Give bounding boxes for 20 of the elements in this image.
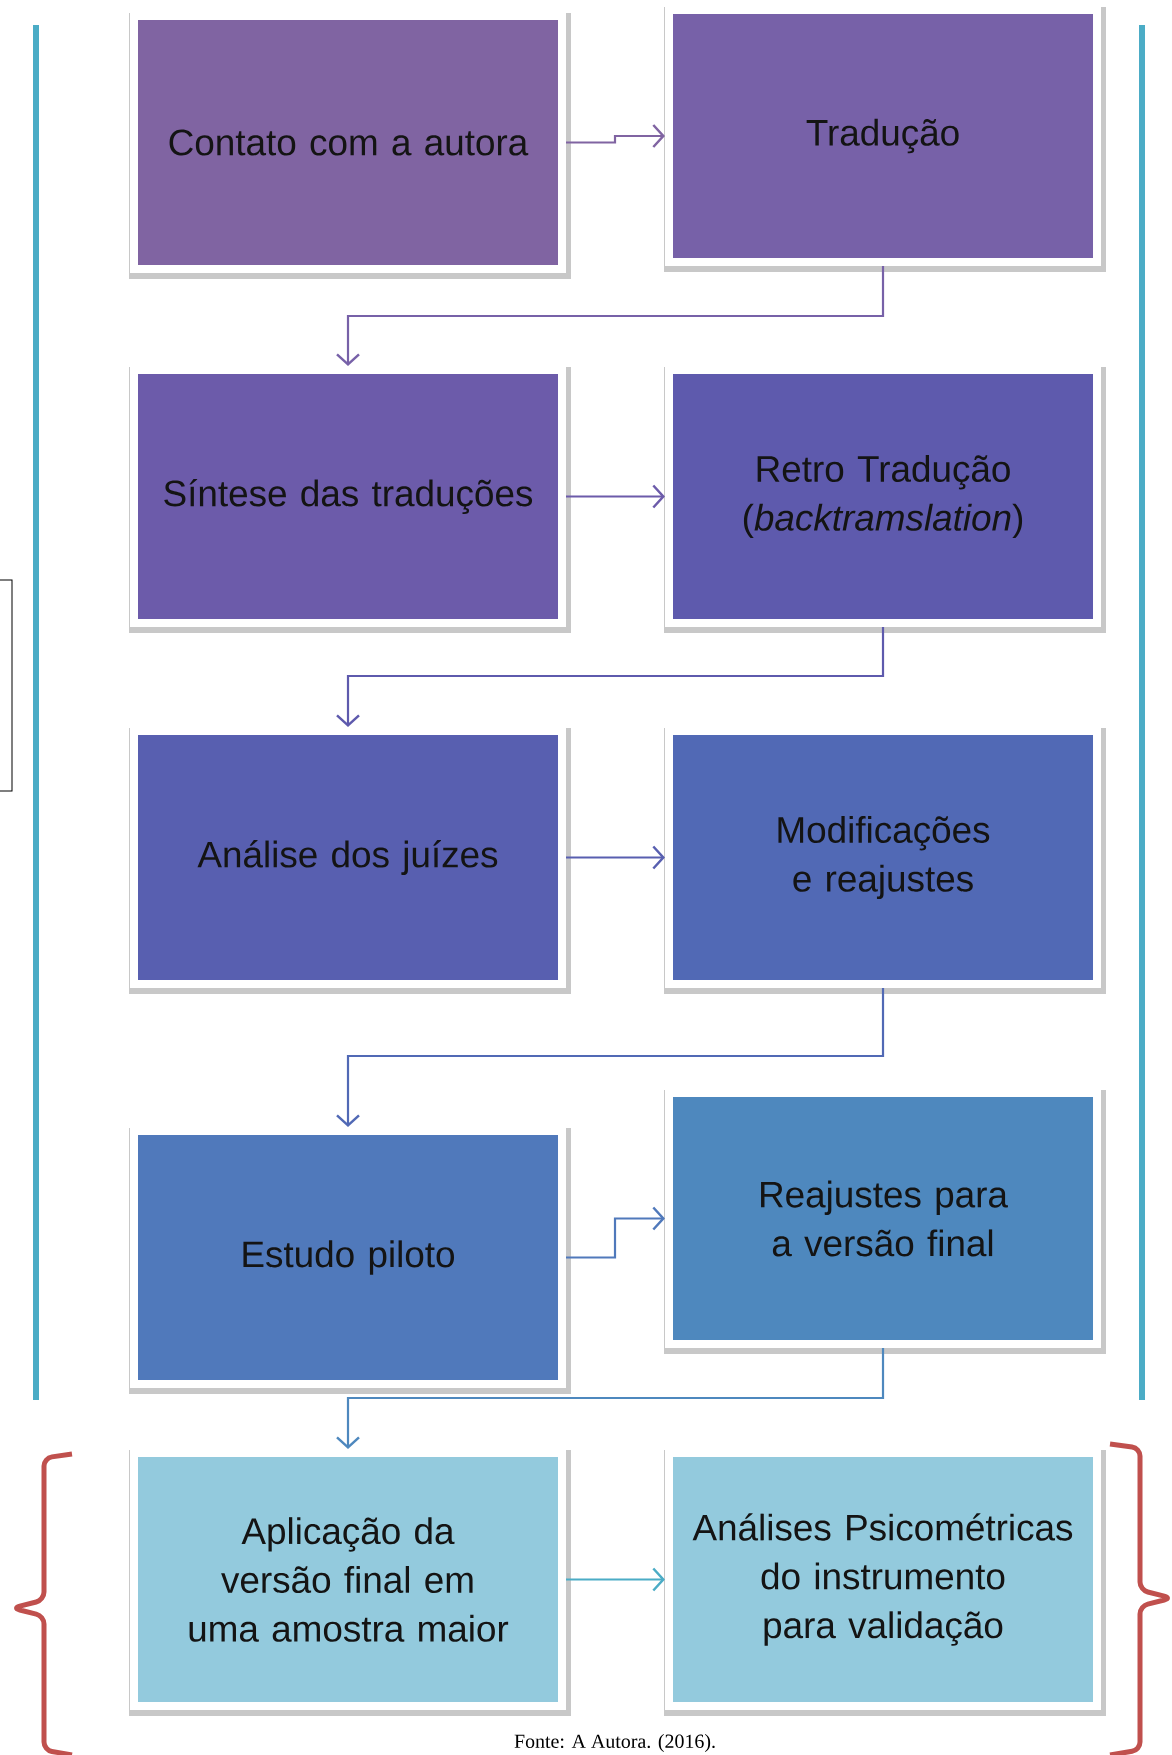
arrow — [336, 1348, 885, 1449]
process-box: Análise dos juízes — [129, 727, 571, 994]
arrow — [336, 266, 885, 366]
process-box: Síntese das traduções — [129, 366, 571, 633]
arrow — [336, 627, 885, 727]
process-box: Reajustes para a versão final — [664, 1089, 1106, 1354]
arrow — [336, 988, 885, 1127]
process-box: Análises Psicométricas do instrumento para validação — [664, 1449, 1106, 1716]
process-box: Estudo piloto — [129, 1127, 571, 1394]
process-box: Contato com a autora — [129, 12, 571, 279]
caption: Fonte: A Autora. (2016). — [514, 1734, 715, 1753]
process-box: Modificações e reajustes — [664, 727, 1106, 994]
arrow — [566, 845, 665, 870]
arrow — [566, 484, 665, 509]
arrow — [566, 1206, 665, 1259]
arrow — [566, 1567, 665, 1592]
process-box: Aplicação da versão final em uma amostra maior — [129, 1449, 571, 1716]
process-box: Retro Tradução (backtramslation) — [664, 366, 1106, 633]
arrow — [566, 124, 665, 148]
process-box: Tradução — [664, 6, 1106, 272]
